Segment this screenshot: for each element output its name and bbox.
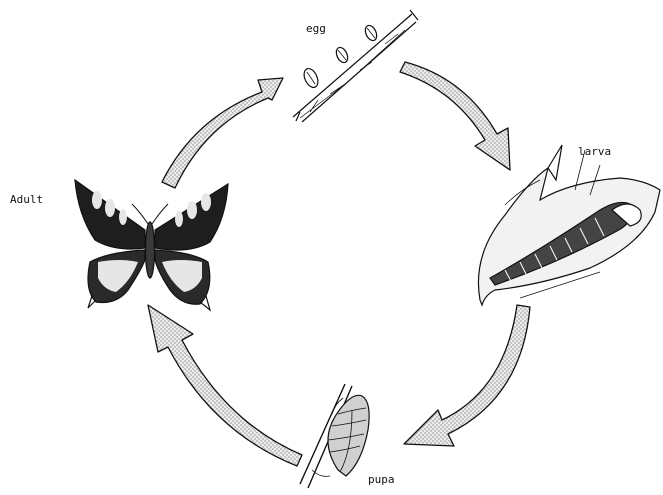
arrow-adult-to-egg bbox=[162, 78, 283, 188]
stage-label-pupa: pupa bbox=[368, 473, 395, 486]
pupa-illustration bbox=[300, 384, 369, 488]
stage-label-larva: larva bbox=[578, 145, 611, 158]
stage-label-egg: egg bbox=[306, 22, 326, 35]
larva-illustration bbox=[478, 145, 660, 305]
arrow-larva-to-pupa bbox=[404, 305, 530, 446]
arrow-pupa-to-adult bbox=[148, 305, 302, 466]
arrow-egg-to-larva bbox=[400, 62, 510, 170]
stage-label-adult: Adult bbox=[10, 193, 43, 206]
adult-illustration bbox=[75, 180, 228, 310]
